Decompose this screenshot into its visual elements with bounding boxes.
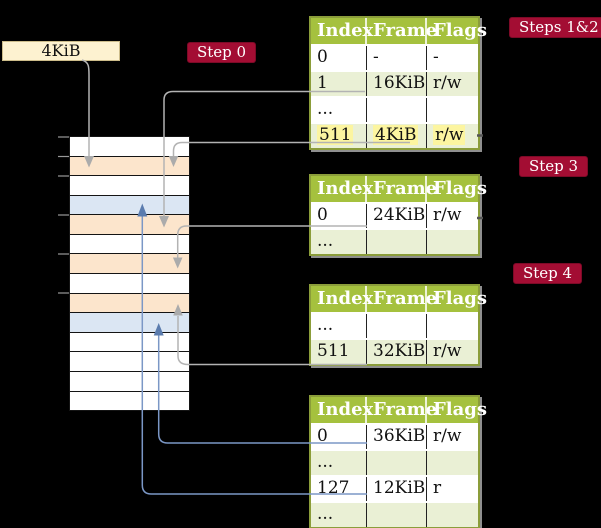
memory-row	[70, 253, 189, 274]
memory-tick-marks	[58, 136, 69, 294]
table-row: 1 16KiB r/w	[311, 70, 478, 96]
cell-flags	[427, 503, 478, 527]
cell-index: 0	[311, 204, 367, 228]
column-header: Flags	[433, 288, 487, 309]
cell-frame	[367, 451, 427, 475]
memory-row	[70, 175, 189, 195]
memory-row	[70, 155, 189, 176]
memory-row	[70, 233, 189, 254]
cell-index: 511	[311, 340, 367, 364]
table-row-highlighted: 511 4KiB r/w	[311, 122, 478, 148]
page-table-step-4-upper: Index Frame Flags ... 511 32KiB r/w	[309, 284, 487, 366]
table-header-row: Index Frame Flags	[311, 286, 487, 312]
table-row: 127 12KiB r	[311, 475, 478, 501]
column-header: Index	[311, 397, 373, 423]
table-row: 0 24KiB r/w	[311, 202, 478, 228]
cell-index: ...	[311, 503, 367, 527]
cell-frame: -	[367, 46, 427, 70]
cell-frame: 32KiB	[367, 340, 427, 364]
memory-row	[70, 331, 189, 352]
badge-steps-1-2: Steps 1&2	[509, 17, 601, 38]
page-table-steps-1-2: Index Frame Flags 0 - - 1 16KiB r/w ... …	[309, 16, 487, 150]
column-header: Frame	[367, 286, 437, 312]
cell-index: 127	[311, 477, 367, 501]
cell-frame	[367, 314, 427, 338]
table-header-row: Index Frame Flags	[311, 397, 487, 423]
cell-index: 1	[311, 72, 367, 96]
cell-index: 511	[311, 124, 367, 148]
badge-step-0: Step 0	[187, 42, 257, 63]
cell-frame: 16KiB	[367, 72, 427, 96]
column-header: Index	[311, 18, 373, 44]
column-header: Index	[311, 176, 373, 202]
column-header: Flags	[433, 178, 487, 199]
table-row: ...	[311, 228, 478, 254]
cell-frame: 12KiB	[367, 477, 427, 501]
cell-frame	[367, 503, 427, 527]
cell-index: 0	[311, 425, 367, 449]
table-row: ...	[311, 96, 478, 122]
column-header: Frame	[367, 397, 437, 423]
memory-row	[70, 292, 189, 313]
cell-flags: r/w	[433, 125, 466, 145]
table-row: 511 32KiB r/w	[311, 338, 478, 364]
cell-flags: r	[433, 478, 442, 498]
memory-row	[70, 194, 189, 215]
badge-step-4: Step 4	[513, 263, 583, 284]
cell-index: ...	[311, 451, 367, 475]
column-header: Flags	[433, 399, 487, 420]
cell-flags	[427, 230, 478, 254]
table-header-row: Index Frame Flags	[311, 18, 487, 44]
column-header: Frame	[367, 176, 437, 202]
memory-row	[70, 312, 189, 332]
cell-index: 0	[311, 46, 367, 70]
table-row: ...	[311, 501, 478, 527]
cell-frame	[367, 98, 427, 122]
memory-row	[70, 370, 189, 391]
cell-flags: r/w	[433, 426, 462, 446]
page-table-step-3: Index Frame Flags 0 24KiB r/w ...	[309, 174, 487, 256]
cell-frame: 24KiB	[367, 204, 427, 228]
memory-row	[70, 137, 189, 156]
cell-index: ...	[311, 314, 367, 338]
memory-row	[70, 273, 189, 293]
table-row: 0 36KiB r/w	[311, 423, 478, 449]
column-header: Index	[311, 286, 373, 312]
memory-row	[70, 390, 189, 411]
table-row: ...	[311, 449, 478, 475]
cell-frame	[367, 230, 427, 254]
cell-frame: 36KiB	[367, 425, 427, 449]
frame-address-label: 4KiB	[2, 41, 120, 61]
cell-flags: -	[433, 47, 439, 67]
cell-flags	[427, 314, 478, 338]
column-header: Flags	[433, 20, 487, 41]
cell-flags: r/w	[433, 73, 462, 93]
cell-index: ...	[311, 230, 367, 254]
cell-flags: r/w	[433, 205, 462, 225]
memory-row	[70, 214, 189, 234]
table-header-row: Index Frame Flags	[311, 176, 487, 202]
table-row: ...	[311, 312, 478, 338]
page-table-step-4-lower: Index Frame Flags 0 36KiB r/w ... 127 12…	[309, 395, 487, 528]
cell-flags: r/w	[433, 341, 462, 361]
cell-flags	[427, 98, 478, 122]
badge-step-3: Step 3	[519, 156, 589, 177]
cell-frame: 4KiB	[367, 124, 427, 148]
cell-index: ...	[311, 98, 367, 122]
table-row: 0 - -	[311, 44, 478, 70]
column-header: Frame	[367, 18, 437, 44]
cell-flags	[427, 451, 478, 475]
memory-strip	[69, 136, 190, 411]
memory-row	[70, 351, 189, 371]
